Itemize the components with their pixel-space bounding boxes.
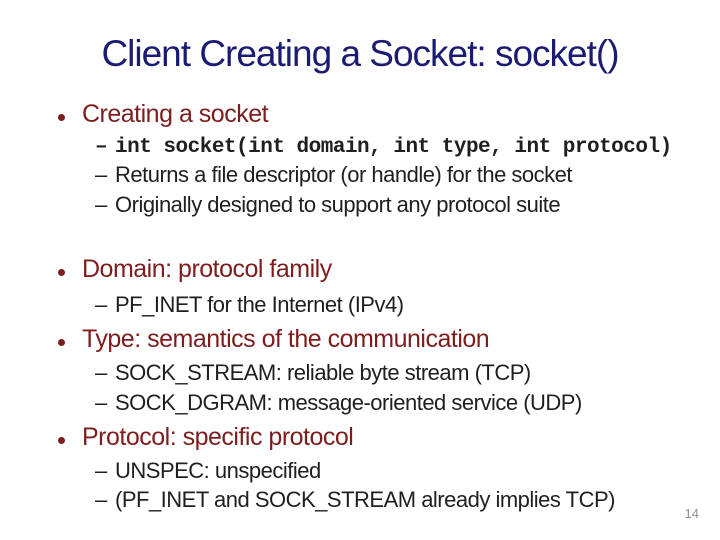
heading-label: Type: semantics of the communication (82, 325, 490, 353)
page-number: 14 (684, 506, 699, 521)
heading-label: Domain: protocol family (82, 255, 332, 283)
bullet-heading-protocol: Protocol: specific protocol (58, 422, 354, 452)
dash-icon: – (95, 192, 108, 217)
list-item-text: int socket(int domain, int type, int pro… (115, 136, 672, 159)
list-item-returns-descriptor: –Returns a file descriptor (or handle) f… (95, 162, 573, 188)
list-item-text: (PF_INET and SOCK_STREAM already implies… (115, 487, 615, 512)
list-item-originally-designed: –Originally designed to support any prot… (95, 192, 561, 218)
dash-icon: – (95, 487, 108, 512)
list-item-text: PF_INET for the Internet (IPv4) (115, 292, 404, 317)
bullet-heading-type: Type: semantics of the communication (58, 324, 490, 354)
list-item-sock-stream: –SOCK_STREAM: reliable byte stream (TCP) (95, 360, 531, 386)
list-item-implies-tcp: –(PF_INET and SOCK_STREAM already implie… (95, 487, 615, 513)
list-item-text: Originally designed to support any proto… (115, 192, 561, 217)
list-item-socket-signature: –int socket(int domain, int type, int pr… (95, 135, 672, 160)
dash-icon: – (95, 292, 108, 317)
heading-label: Creating a socket (82, 100, 269, 128)
heading-label: Protocol: specific protocol (82, 423, 354, 451)
bullet-heading-domain: Domain: protocol family (58, 254, 332, 284)
list-item-pf-inet: –PF_INET for the Internet (IPv4) (95, 292, 404, 318)
bullet-dot-icon (58, 269, 65, 276)
dash-icon: – (95, 458, 108, 483)
dash-icon: – (95, 136, 108, 159)
bullet-dot-icon (58, 114, 65, 121)
slide-title: Client Creating a Socket: socket() (101, 33, 619, 74)
list-item-text: SOCK_DGRAM: message-oriented service (UD… (115, 390, 582, 415)
list-item-sock-dgram: –SOCK_DGRAM: message-oriented service (U… (95, 390, 582, 416)
list-item-text: SOCK_STREAM: reliable byte stream (TCP) (115, 360, 531, 385)
list-item-text: UNSPEC: unspecified (115, 458, 321, 483)
dash-icon: – (95, 162, 108, 187)
dash-icon: – (95, 360, 108, 385)
list-item-text: Returns a file descriptor (or handle) fo… (115, 162, 573, 187)
bullet-dot-icon (58, 339, 65, 346)
bullet-heading-creating-a-socket: Creating a socket (58, 99, 269, 129)
bullet-dot-icon (58, 437, 65, 444)
list-item-unspec: –UNSPEC: unspecified (95, 458, 321, 484)
dash-icon: – (95, 390, 108, 415)
